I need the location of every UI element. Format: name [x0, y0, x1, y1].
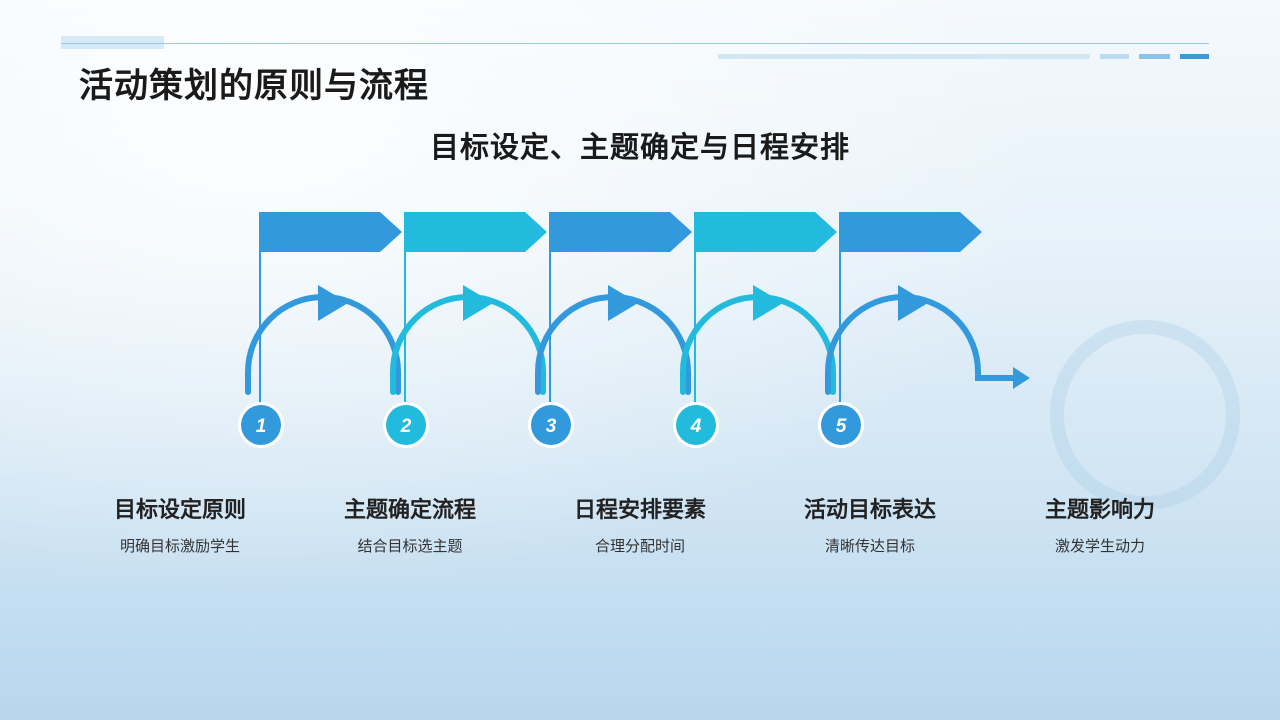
flag-2 — [405, 212, 547, 252]
arc-arrowhead-3 — [608, 285, 638, 321]
flag-4 — [695, 212, 837, 252]
step-label-3: 日程安排要素 — [573, 498, 706, 523]
step-circles-group: 1 2 3 4 5 — [238, 402, 864, 448]
step-desc-5: 激发学生动力 — [1054, 537, 1145, 555]
flags-group — [259, 212, 982, 405]
header-dash-3 — [1180, 54, 1209, 59]
step-desc-4: 清晰传达目标 — [824, 537, 915, 555]
step-number-2: 2 — [400, 416, 412, 437]
arc-arrowhead-4 — [753, 285, 783, 321]
header-line — [61, 43, 1209, 44]
step-number-1: 1 — [256, 416, 267, 437]
step-label-2: 主题确定流程 — [343, 498, 476, 523]
header-right-bar — [718, 54, 1090, 59]
step-circle-4 — [676, 405, 716, 445]
arc-arrowhead-1 — [318, 285, 348, 321]
header-accent-bar — [61, 36, 164, 49]
step-circle-1 — [241, 405, 281, 445]
step-desc-3: 合理分配时间 — [594, 537, 685, 555]
flag-1 — [260, 212, 402, 252]
page-title: 活动策划的原则与流程 — [79, 66, 429, 106]
flow-arc-5 — [825, 294, 1016, 395]
arcs-group — [245, 285, 1030, 395]
step-number-4: 4 — [690, 416, 702, 437]
flag-3 — [550, 212, 692, 252]
end-arrowhead — [1013, 367, 1030, 389]
arc-arrowhead-2 — [463, 285, 493, 321]
arc-arrowhead-5 — [898, 285, 928, 321]
header-dash-2 — [1139, 54, 1170, 59]
diagram-subtitle: 目标设定、主题确定与日程安排 — [429, 130, 850, 164]
step-desc-1: 明确目标激励学生 — [119, 537, 240, 555]
step-desc-2: 结合目标选主题 — [357, 537, 463, 555]
step-circle-5 — [821, 405, 861, 445]
step-number-3: 3 — [546, 416, 557, 437]
header-dash-1 — [1100, 54, 1129, 59]
step-label-1: 目标设定原则 — [113, 498, 246, 523]
step-number-5: 5 — [836, 416, 847, 437]
step-circle-3 — [531, 405, 571, 445]
step-label-4: 活动目标表达 — [803, 498, 936, 523]
step-circle-2 — [386, 405, 426, 445]
step-label-5: 主题影响力 — [1044, 498, 1155, 523]
flag-5 — [840, 212, 982, 252]
